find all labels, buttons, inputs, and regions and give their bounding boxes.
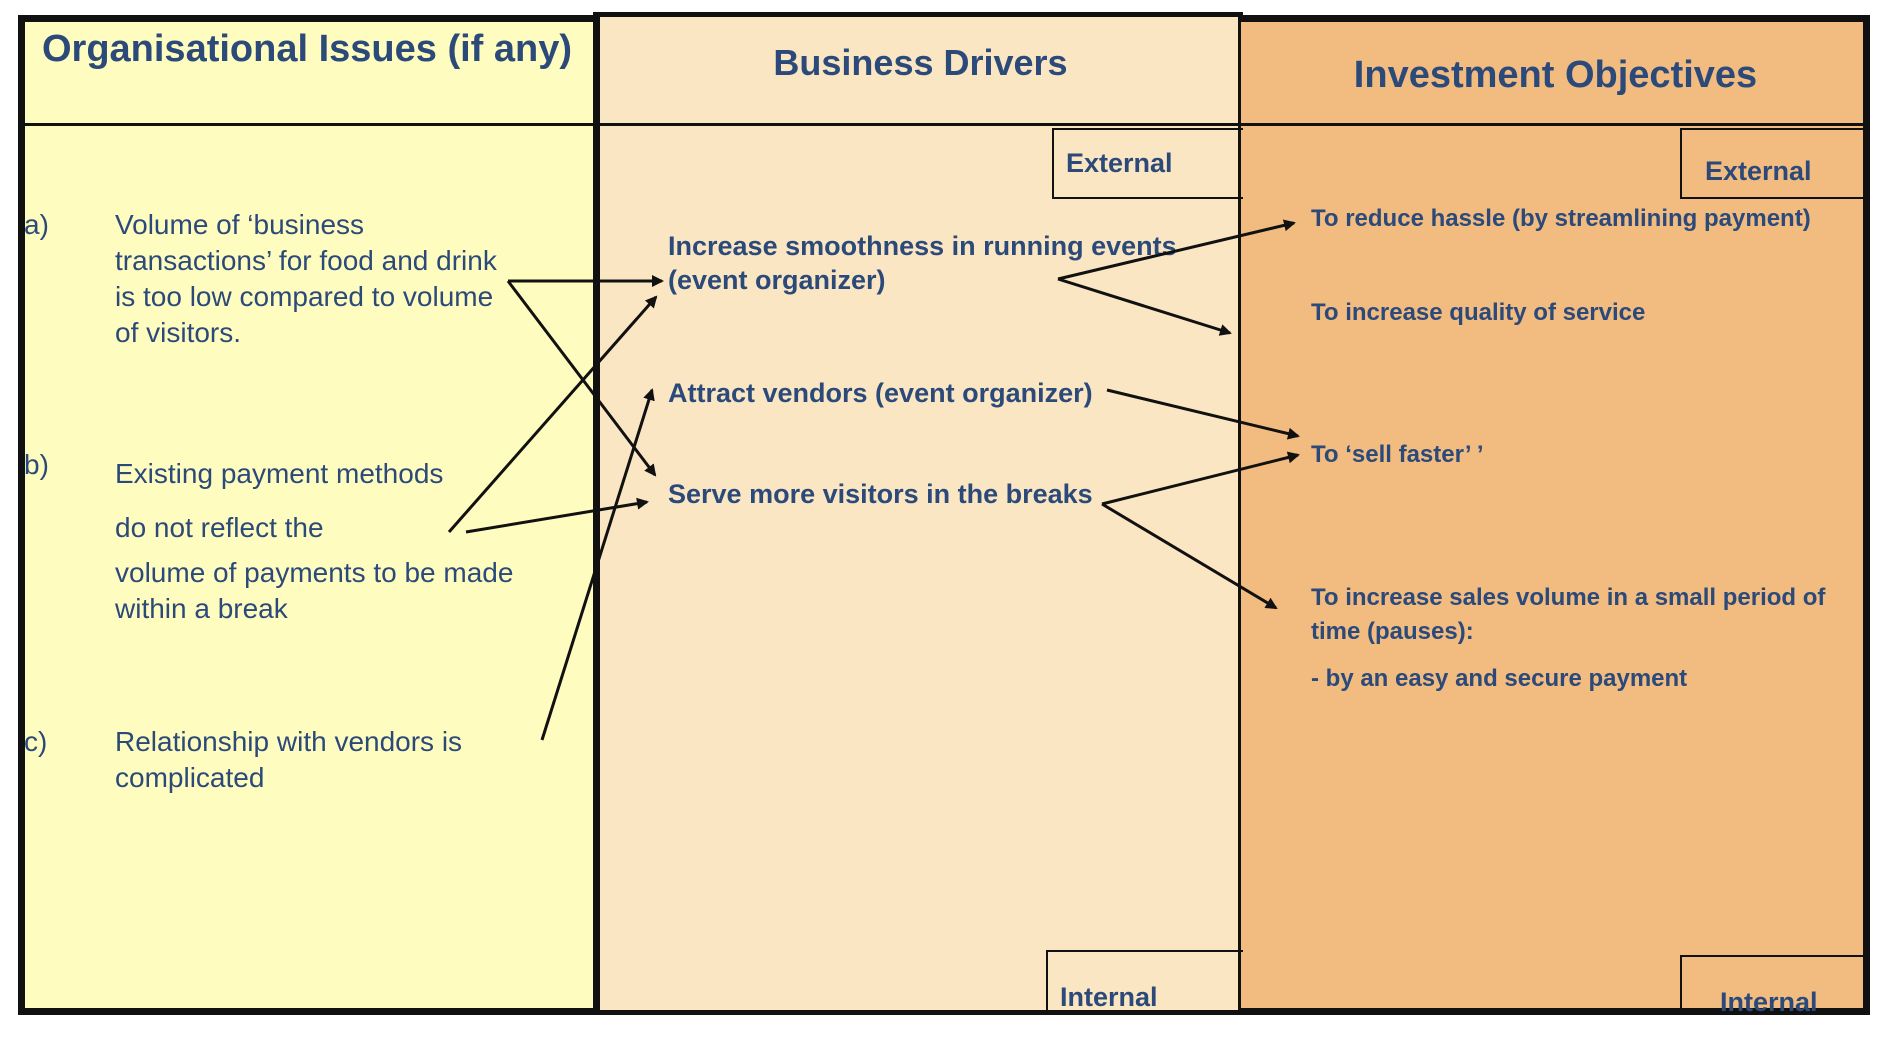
driver-attract-vendors: Attract vendors (event organizer)	[668, 376, 1093, 410]
issue-b-line: volume of payments to be made	[115, 557, 514, 588]
issues-header: Organisational Issues (if any)	[41, 28, 573, 70]
issue-c-line: complicated	[115, 762, 265, 793]
drivers-external-tag: External	[1052, 128, 1243, 199]
drivers-header: Business Drivers	[773, 42, 1068, 83]
arrow-serve-visitors-to-sell-faster	[1101, 451, 1300, 506]
objectives-external-tag: External	[1680, 128, 1870, 199]
issue-a-line: is too low compared to volume	[115, 281, 494, 312]
issue-b-line: within a break	[115, 593, 288, 624]
objectives-internal-tag: Internal	[1680, 955, 1870, 1017]
issue-c-line: Relationship with vendors is	[115, 726, 463, 757]
arrow-serve-visitors-to-sales-volume	[1101, 502, 1278, 610]
drivers-header-rule	[598, 123, 1243, 126]
objective-sell-faster: To ‘sell faster’ ’	[1311, 438, 1484, 472]
driver-line: Increase smoothness in running events	[668, 231, 1177, 261]
issue-a-text: Volume of ‘business transactions’ for fo…	[115, 207, 497, 351]
issues-header-rule	[18, 123, 596, 126]
issue-b-text-cont: volume of payments to be made within a b…	[115, 555, 513, 627]
issue-b-text: Existing payment methods do not reflect …	[115, 447, 443, 555]
objective-line: To increase sales volume in a small peri…	[1311, 584, 1826, 611]
arrow-smoothness-to-reduce-hassle	[1057, 219, 1296, 281]
objective-line: - by an easy and secure payment	[1311, 665, 1688, 692]
arrow-attract-vendors-to-sell-faster	[1106, 388, 1300, 440]
arrow-smoothness-to-quality	[1057, 277, 1232, 336]
objectives-header-rule	[1241, 123, 1870, 126]
objective-easy-payment: - by an easy and secure payment	[1311, 662, 1687, 696]
objectives-header: Investment Objectives	[1353, 54, 1758, 96]
issue-a-letter: a)	[24, 209, 49, 240]
driver-smoothness: Increase smoothness in running events (e…	[668, 229, 1177, 297]
issue-b-letter: b)	[24, 449, 49, 480]
objective-line: time (pauses):	[1311, 618, 1474, 645]
driver-line: Serve more visitors in the breaks	[668, 479, 1093, 509]
issue-a-line: of visitors.	[115, 317, 242, 348]
arrow-issue-c-to-attract-vendors	[540, 388, 655, 741]
objectives-column	[1241, 15, 1870, 1015]
issue-a-line: Volume of ‘business	[115, 209, 365, 240]
issue-b-line: Existing payment methods	[115, 458, 444, 489]
column-divider	[593, 12, 600, 1015]
issue-a-line: transactions’ for food and drink	[115, 245, 497, 276]
driver-serve-visitors: Serve more visitors in the breaks	[668, 477, 1093, 511]
arrow-issue-b-to-smoothness	[447, 295, 658, 533]
objective-reduce-hassle: To reduce hassle (by streamlining paymen…	[1311, 202, 1811, 236]
objective-line: To increase quality of service	[1311, 299, 1646, 326]
issues-column	[18, 15, 596, 1015]
drivers-internal-tag: Internal	[1046, 950, 1243, 1015]
issue-b-line: do not reflect the	[115, 512, 324, 543]
driver-line: (event organizer)	[668, 265, 886, 295]
objective-line: To ‘sell faster’ ’	[1311, 441, 1484, 468]
arrow-issue-b-to-serve-visitors	[465, 497, 649, 534]
issue-c-letter: c)	[24, 726, 48, 757]
drivers-column	[593, 12, 1243, 1015]
objective-sales-volume: To increase sales volume in a small peri…	[1311, 581, 1825, 649]
arrow-issue-a-to-serve-visitors	[506, 280, 657, 477]
objective-quality: To increase quality of service	[1311, 296, 1645, 330]
objective-line: To reduce hassle (by streamlining paymen…	[1311, 205, 1811, 232]
issue-c-text: Relationship with vendors is complicated	[115, 724, 462, 796]
driver-line: Attract vendors (event organizer)	[668, 378, 1093, 408]
